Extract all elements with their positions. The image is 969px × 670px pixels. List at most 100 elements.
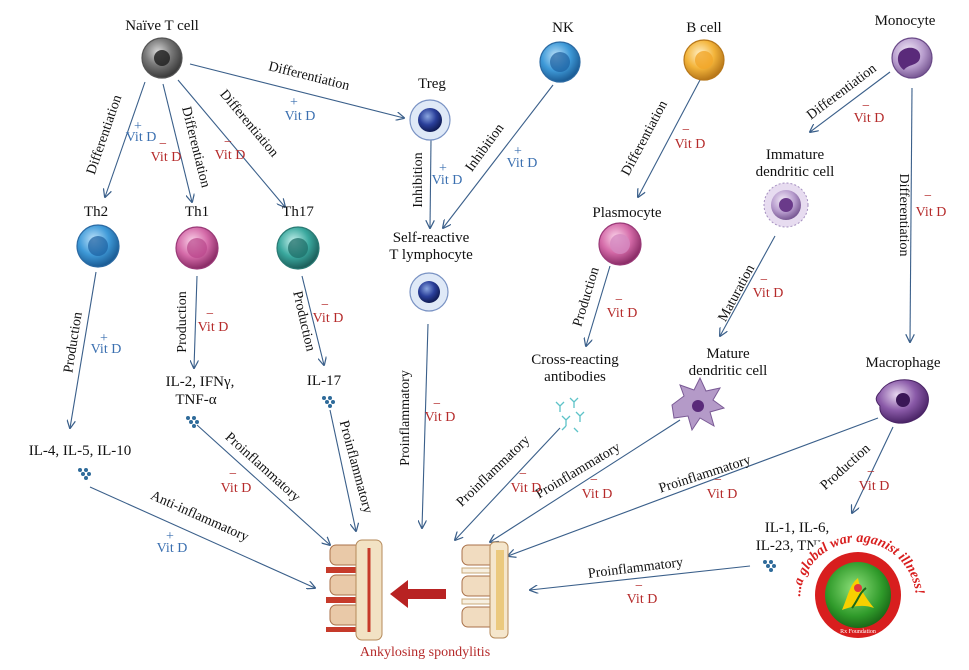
edge-label-monocyte-macrophage: Differentiation: [896, 174, 911, 257]
watermark-org: Rx Foundation: [840, 629, 876, 635]
treg-cell: [409, 99, 451, 141]
arrow-monocyte-to-immature-dc: [810, 71, 891, 132]
cytokine-dots-il4: [78, 468, 91, 480]
vitd-minus-macrophage-proinflammatory: − Vit D: [707, 473, 738, 502]
edge-label-naive-th1: Differentiation: [178, 105, 213, 189]
edge-label-naive-th2: Differentiation: [84, 93, 125, 176]
arrow-macrophage-to-cytokines: [852, 426, 894, 513]
arrow-mature-dc-to-spine: [490, 419, 681, 542]
edge-label-th2-production: Production: [61, 311, 85, 374]
vitd-minus-th17-production: − Vit D: [313, 298, 344, 326]
label-macrophage: Macrophage: [866, 355, 941, 371]
vitd-plus-treg-inhibition: + Vit D: [432, 161, 463, 188]
nk-cell: [539, 41, 581, 83]
svg-text:Vit D: Vit D: [313, 311, 344, 326]
vitd-plus-anti-inflammatory: + Vit D: [157, 529, 188, 556]
vitd-plus-naive-treg: + Vit D: [285, 95, 316, 124]
label-b-cell: B cell: [686, 20, 721, 36]
label-cross-reacting-1: Cross-reacting: [531, 352, 619, 368]
svg-text:−: −: [615, 293, 623, 308]
arrow-immature-to-mature-dc: [720, 235, 776, 336]
edge-label-selfreactive-proinflammatory: Proinflammatory: [398, 370, 413, 466]
edge-label-naive-treg: Differentiation: [267, 59, 351, 94]
edge-label-bcell-plasmocyte: Differentiation: [619, 98, 671, 178]
label-mature-dc-2: dendritic cell: [689, 363, 768, 379]
svg-text:Vit D: Vit D: [675, 137, 706, 152]
label-monocyte: Monocyte: [875, 13, 936, 29]
svg-text:−: −: [229, 467, 237, 482]
svg-text:−: −: [862, 99, 870, 114]
svg-text:Vit D: Vit D: [507, 156, 538, 171]
arrow-nk-to-selfreactive: [443, 84, 554, 228]
label-immature-dc-2: dendritic cell: [756, 164, 835, 180]
arrows: [70, 63, 912, 590]
spine-healthy-image: [461, 541, 509, 639]
svg-text:−: −: [924, 189, 932, 204]
label-mature-dc-1: Mature: [706, 346, 750, 362]
svg-text:−: −: [321, 298, 329, 313]
label-naive-t-cell: Naïve T cell: [125, 18, 199, 34]
svg-text:+: +: [166, 529, 174, 544]
arrow-antibodies-to-spine: [455, 427, 561, 540]
label-immature-dc-1: Immature: [766, 147, 825, 163]
naive-t-cell: [141, 37, 183, 79]
vitd-minus-cytokines: − Vit D: [627, 579, 658, 607]
arrow-macrophage-to-spine: [508, 417, 879, 556]
svg-text:−: −: [224, 135, 232, 150]
label-il2-2: TNF-α: [175, 392, 216, 408]
label-th2: Th2: [84, 204, 108, 220]
svg-text:−: −: [867, 465, 875, 480]
caption-ankylosing-spondylitis: Ankylosing spondylitis: [360, 645, 490, 660]
svg-text:−: −: [206, 307, 214, 322]
svg-text:Vit D: Vit D: [582, 487, 613, 502]
mature-dc-cell: [671, 376, 726, 432]
svg-text:Vit D: Vit D: [157, 541, 188, 556]
vitd-minus-bcell: − Vit D: [675, 123, 706, 152]
edge-label-il17-proinflammatory: Proinflammatory: [336, 419, 375, 515]
arrow-th17-to-il17: [301, 275, 324, 365]
vitd-minus-th1-production: − Vit D: [198, 307, 229, 335]
arrow-selfreactive-to-spine: [422, 323, 429, 528]
label-treg: Treg: [418, 76, 446, 92]
arrow-treg-to-selfreactive: [430, 139, 431, 228]
label-il1-1: IL-1, IL-6,: [765, 520, 830, 536]
cytokine-dots-il17: [322, 396, 335, 408]
svg-text:Vit D: Vit D: [859, 479, 890, 494]
vitd-plus-nk-inhibition: + Vit D: [507, 144, 538, 171]
svg-text:−: −: [159, 137, 167, 152]
label-th17: Th17: [282, 204, 314, 220]
label-il17: IL-17: [307, 373, 342, 389]
vitd-minus-monocyte-macrophage: − Vit D: [916, 189, 947, 220]
arrow-il4-to-spine: [89, 486, 315, 588]
svg-text:−: −: [714, 473, 722, 488]
cross-reacting-antibodies-icon: [555, 397, 585, 433]
cytokine-dots-il2: [186, 416, 199, 428]
svg-text:Vit D: Vit D: [753, 286, 784, 301]
vitd-minus-plasmocyte-production: − Vit D: [607, 293, 638, 321]
svg-text:+: +: [100, 331, 108, 346]
vitd-minus-mature-dc: − Vit D: [582, 473, 613, 502]
label-cross-reacting-2: antibodies: [544, 369, 606, 385]
arrow-th2-to-il4: [70, 271, 97, 428]
arrow-plasmocyte-to-antibodies: [586, 265, 611, 346]
svg-text:+: +: [514, 144, 522, 159]
svg-text:−: −: [433, 397, 441, 412]
svg-text:Vit D: Vit D: [607, 306, 638, 321]
label-il4: IL-4, IL-5, IL-10: [29, 443, 131, 459]
label-il2-1: IL-2, IFNγ,: [166, 374, 235, 390]
svg-text:−: −: [635, 579, 643, 594]
arrow-naive-to-th2: [105, 81, 146, 197]
svg-text:Vit D: Vit D: [91, 342, 122, 357]
vitd-minus-selfreactive: − Vit D: [425, 397, 456, 425]
vitd-minus-antibodies: − Vit D: [511, 467, 542, 496]
arrow-cytokines-to-spine: [530, 565, 751, 590]
vitd-minus-il2-proinflammatory: − Vit D: [221, 467, 252, 496]
arrow-th1-to-il2: [194, 275, 197, 368]
svg-text:Vit D: Vit D: [511, 481, 542, 496]
vitd-plus-naive-th2: + Vit D: [126, 119, 157, 145]
cytokine-dots-il1: [763, 560, 776, 572]
arrow-il17-to-spine: [329, 409, 356, 531]
th17-cell: [276, 226, 320, 270]
label-nk: NK: [552, 20, 574, 36]
